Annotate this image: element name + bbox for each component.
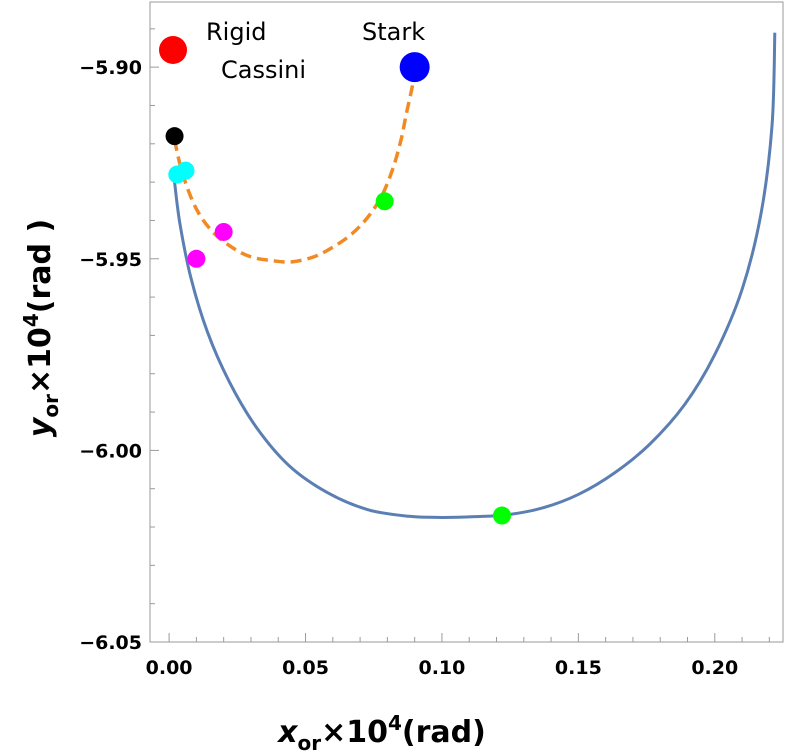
y-tick-label: −5.90 bbox=[79, 57, 142, 79]
legend-label-rigid-line1: Rigid bbox=[206, 18, 266, 46]
axis-ticks bbox=[150, 28, 770, 643]
series-line-stark bbox=[172, 70, 417, 264]
legend: Rigid Cassini Stark bbox=[159, 18, 425, 84]
legend-label-rigid-line2: Cassini bbox=[221, 56, 306, 84]
y-tick-label: −6.00 bbox=[79, 440, 142, 462]
tick-labels: 0.00 0.05 0.10 0.15 0.20 −5.90 −5.95 −6.00 −6.05 bbox=[79, 57, 738, 679]
plot-frame bbox=[149, 1, 784, 643]
point-marker bbox=[165, 127, 184, 146]
series-line-rigid-cassini bbox=[173, 32, 777, 519]
x-tick-label: 0.00 bbox=[146, 657, 193, 679]
markers-group bbox=[165, 52, 511, 525]
point-marker bbox=[176, 161, 195, 180]
point-marker bbox=[399, 52, 430, 83]
x-tick-label: 0.10 bbox=[418, 657, 465, 679]
x-tick-label: 0.15 bbox=[555, 657, 602, 679]
point-marker bbox=[492, 506, 511, 525]
x-axis-title: xor×104(rad) bbox=[276, 711, 486, 754]
y-axis-title: yor×104(rad ) bbox=[19, 219, 63, 437]
x-tick-label: 0.05 bbox=[282, 657, 329, 679]
point-marker bbox=[375, 192, 394, 211]
y-tick-label: −6.05 bbox=[79, 632, 142, 654]
legend-label-stark: Stark bbox=[362, 18, 425, 46]
series-group bbox=[172, 32, 777, 519]
legend-marker-rigid-cassini bbox=[159, 36, 187, 64]
point-marker bbox=[187, 249, 206, 268]
point-marker bbox=[214, 222, 233, 241]
x-tick-label: 0.20 bbox=[691, 657, 738, 679]
y-tick-label: −5.95 bbox=[79, 249, 142, 271]
